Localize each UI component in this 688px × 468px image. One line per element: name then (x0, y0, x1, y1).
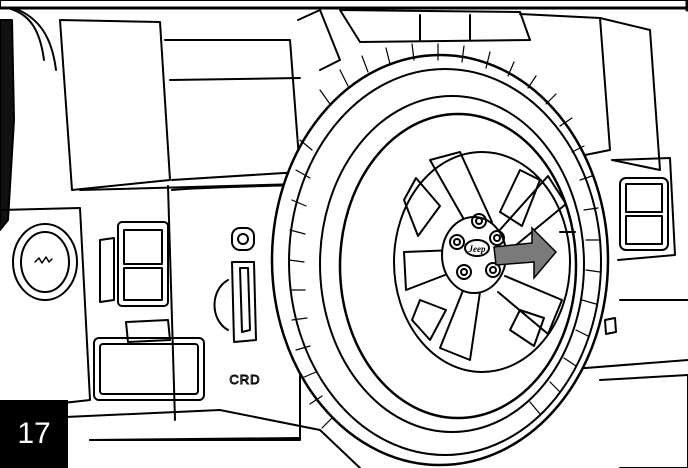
arrow-right-icon (493, 226, 558, 281)
step-number-badge: 17 (0, 400, 68, 468)
hub-logo-text: Jeep (468, 244, 486, 254)
vehicle-badge-text: CRD (229, 372, 260, 387)
